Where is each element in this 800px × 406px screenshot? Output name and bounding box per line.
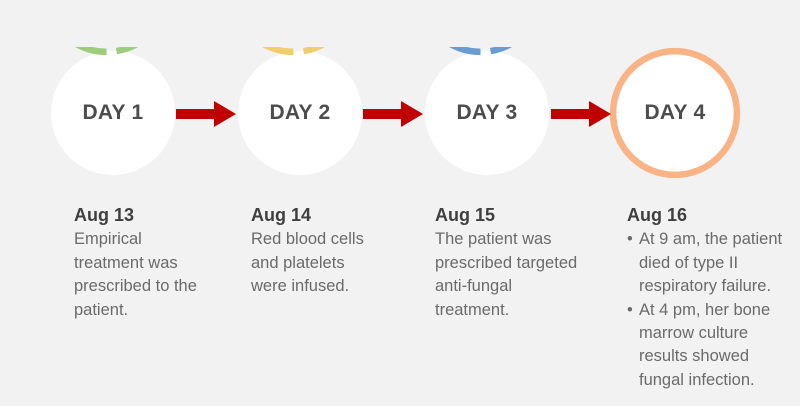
arrow-right-icon [176, 101, 236, 127]
body-line: Red blood cells [251, 230, 364, 249]
date-heading-day-2: Aug 14 [251, 205, 312, 225]
arrow-right-icon-day2-to-day3 [363, 99, 425, 129]
bullet-line: fungal infection. [639, 370, 755, 389]
arrow-right-icon [551, 101, 611, 127]
day-label-1: DAY 1 [82, 101, 144, 124]
ring-arc-day-3 [425, 47, 549, 175]
step-description-day-1: Aug 13 Empirical treatment was prescribe… [74, 203, 226, 322]
arrow-right-icon [363, 101, 423, 127]
bullet-line: marrow culture [639, 323, 749, 342]
step-description-day-2: Aug 14 Red blood cells and platelets wer… [251, 203, 403, 299]
body-line: anti-fungal [435, 277, 513, 296]
ring-arc-day-1 [51, 47, 175, 175]
step-circle-day-1: DAY 1 [47, 47, 179, 179]
day-label-2: DAY 2 [269, 101, 331, 124]
ring-arc-day-4 [609, 47, 741, 179]
ring-arc-day-2 [238, 47, 362, 175]
body-line: prescribed to the [74, 277, 197, 296]
body-line: prescribed targeted [435, 253, 578, 272]
bullet-list-day-4: • At 9 am, the patient died of type II r… [627, 228, 797, 392]
list-item: • At 9 am, the patient died of type II r… [627, 228, 797, 298]
arrow-right-icon-day3-to-day4 [551, 99, 613, 129]
step-circle-day-2: DAY 2 [234, 47, 366, 179]
body-line: were infused. [251, 277, 350, 296]
body-line: treatment. [435, 300, 510, 319]
bullet-line: At 4 pm, her bone [639, 300, 771, 319]
step-circle-day-4: DAY 4 [609, 47, 741, 179]
body-line: The patient was [435, 230, 552, 249]
step-description-day-4: Aug 16 • At 9 am, the patient died of ty… [627, 203, 797, 392]
body-line: treatment was [74, 253, 178, 272]
date-heading-day-1: Aug 13 [74, 205, 135, 225]
date-heading-day-3: Aug 15 [435, 205, 496, 225]
bullet-dot-icon: • [627, 300, 633, 319]
step-circle-day-3: DAY 3 [421, 47, 553, 179]
date-heading-day-4: Aug 16 [627, 205, 688, 225]
bullet-line: died of type II [639, 253, 739, 272]
bullet-line: results showed [639, 347, 750, 366]
step-description-day-3: Aug 15 The patient was prescribed target… [435, 203, 600, 322]
body-line: Empirical [74, 230, 142, 249]
list-item: • At 4 pm, her bone marrow culture resul… [627, 299, 797, 393]
bullet-line: respiratory failure. [639, 277, 772, 296]
bullet-dot-icon: • [627, 230, 633, 249]
day-label-4: DAY 4 [644, 101, 706, 124]
day-label-3: DAY 3 [456, 101, 518, 124]
bullet-line: At 9 am, the patient [639, 230, 783, 249]
arrow-right-icon-day1-to-day2 [176, 99, 238, 129]
body-line: and platelets [251, 253, 345, 272]
body-line: patient. [74, 300, 129, 319]
